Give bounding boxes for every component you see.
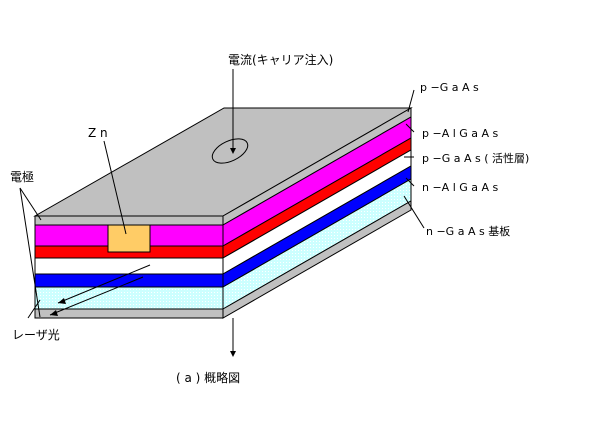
p-algaas-pointer [405,123,415,133]
laser-beam-2 [49,276,144,316]
zn-pointer [103,140,127,235]
front-bottom-electrode [34,308,224,319]
n-gaas-substrate-label: n −G a A s 基板 [426,224,510,238]
n-algaas-label: n −A l G a A s [422,181,499,194]
substrate-pointer [403,195,425,229]
current-injection-ellipse [211,138,249,164]
current-label: 電流(キャリア注入) [228,52,333,67]
electrode-pointer-bottom [19,187,41,318]
electrode-pointer-top [19,187,42,221]
front-p-gaas-layer [34,257,224,275]
current-arrow-head [230,148,236,154]
front-top-electrode [34,215,224,226]
laser-label: レーザ光 [12,328,60,342]
zn-diffusion-region [107,224,151,253]
n-algaas-pointer [405,177,415,187]
p-gaas-top-pointer [407,89,415,113]
p-algaas-label: p −A l G a A s [422,127,499,140]
zn-label: Z n [88,126,108,140]
side-bottom-electrode [222,200,412,319]
p-gaas-active-label: p −G a A s ( 活性層) [422,151,529,165]
front-substrate-layer [34,286,224,310]
laser-beam-1 [57,264,151,304]
caption-label: ( a ) 概略図 [176,370,240,385]
laser-beam-2-head [50,310,58,316]
front-n-algaas-layer [34,273,224,288]
p-gaas-top-label: p −G a A s [420,81,479,94]
down-arrow-head [230,351,236,357]
laser-beam-1-head [58,298,66,304]
laser-pointer [27,299,41,319]
electrode-label: 電極 [10,169,34,184]
